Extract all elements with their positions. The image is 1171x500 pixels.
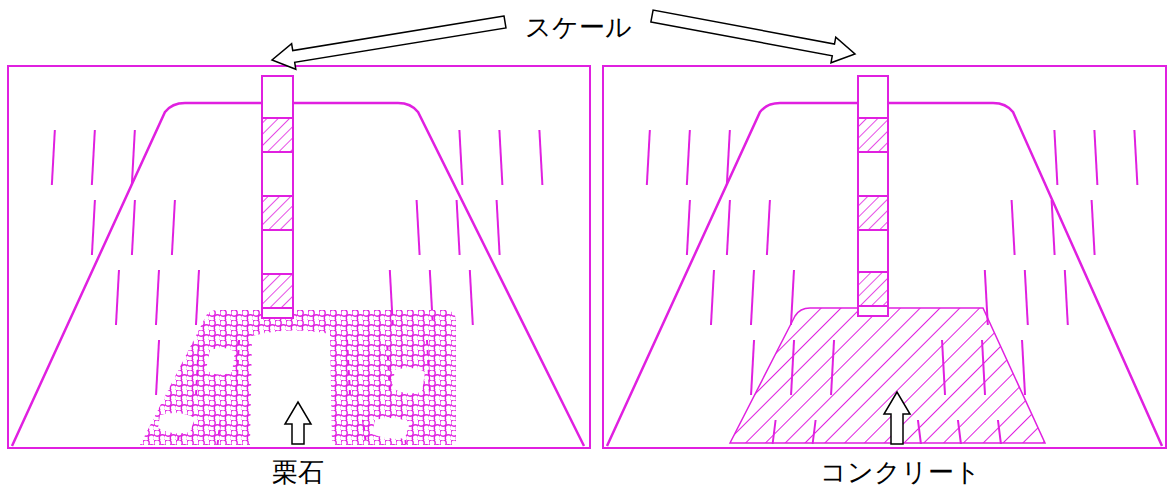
gravel-gaps: [158, 330, 425, 445]
gravel-fill: [140, 310, 456, 445]
scale-rod: [858, 76, 888, 316]
scale-mark: [858, 272, 888, 306]
pointer-arrows: [272, 10, 910, 444]
block-arrow: [651, 10, 855, 63]
scale-mark: [262, 118, 293, 152]
callout-label: コンクリート: [820, 458, 981, 487]
scale-mark: [858, 196, 888, 230]
scale-mark: [858, 118, 888, 152]
scale-rod: [262, 76, 293, 318]
callout-label: 栗石: [272, 458, 324, 487]
panel-frame: [603, 66, 1166, 448]
slope-marks: [52, 130, 1138, 444]
scale-mark: [262, 274, 293, 308]
block-arrow: [884, 392, 910, 444]
panel-frame: [8, 66, 590, 448]
pit-outline: [12, 103, 584, 446]
block-arrow: [272, 16, 506, 69]
scale-mark: [262, 196, 293, 230]
block-arrow: [285, 402, 311, 444]
callout-label: スケール: [525, 13, 632, 42]
concrete-fill: [730, 308, 1045, 443]
